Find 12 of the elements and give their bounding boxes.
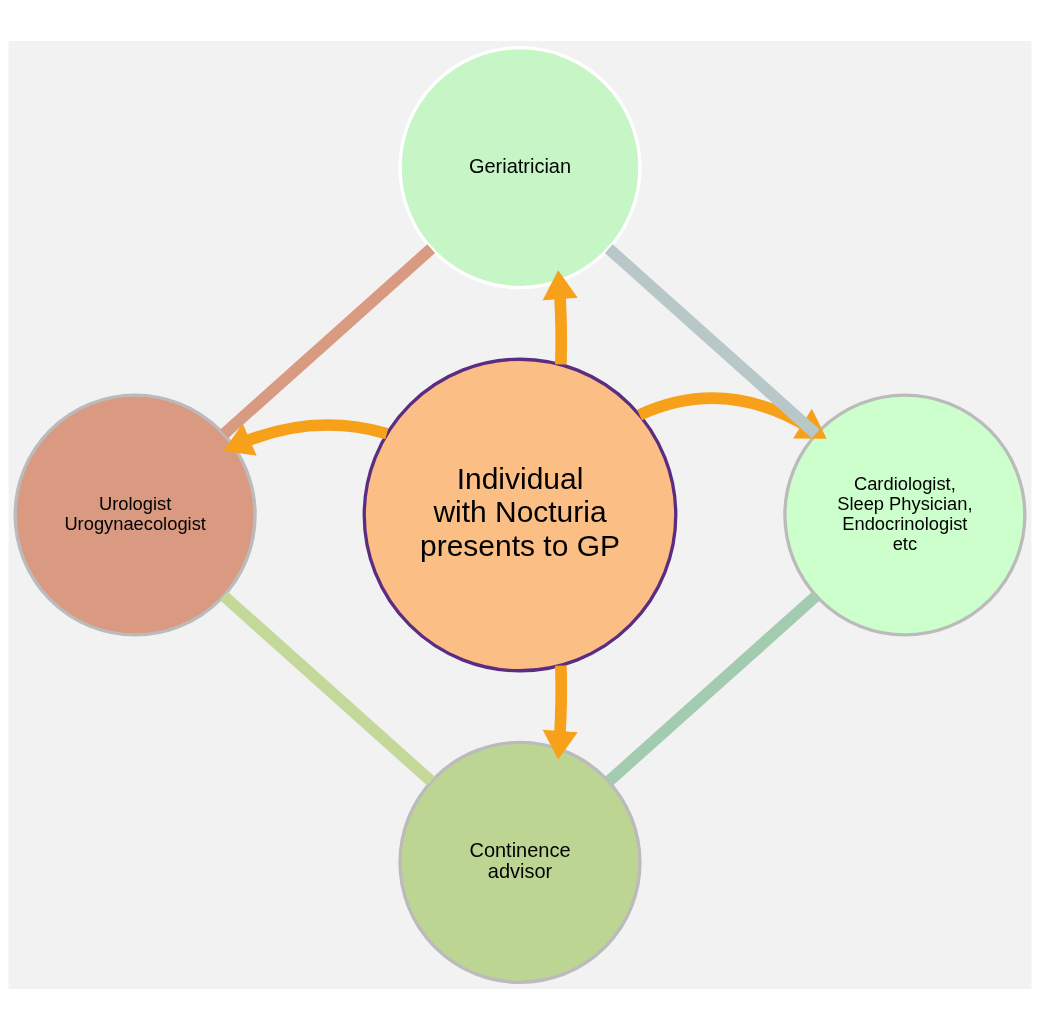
node-circle: Continence advisor [398, 740, 642, 984]
arrow [542, 665, 578, 760]
arrow [542, 270, 578, 365]
arrow [223, 419, 389, 456]
connector [605, 591, 820, 786]
connector [220, 244, 436, 439]
node-circle: Individual with Nocturia presents to GP [362, 357, 678, 673]
connector [604, 244, 820, 439]
arrow [637, 392, 827, 439]
node-circle: Geriatrician [398, 46, 642, 290]
node-circle: Cardiologist, Sleep Physician, Endocrinologist etc [783, 393, 1027, 637]
connector [220, 591, 435, 786]
